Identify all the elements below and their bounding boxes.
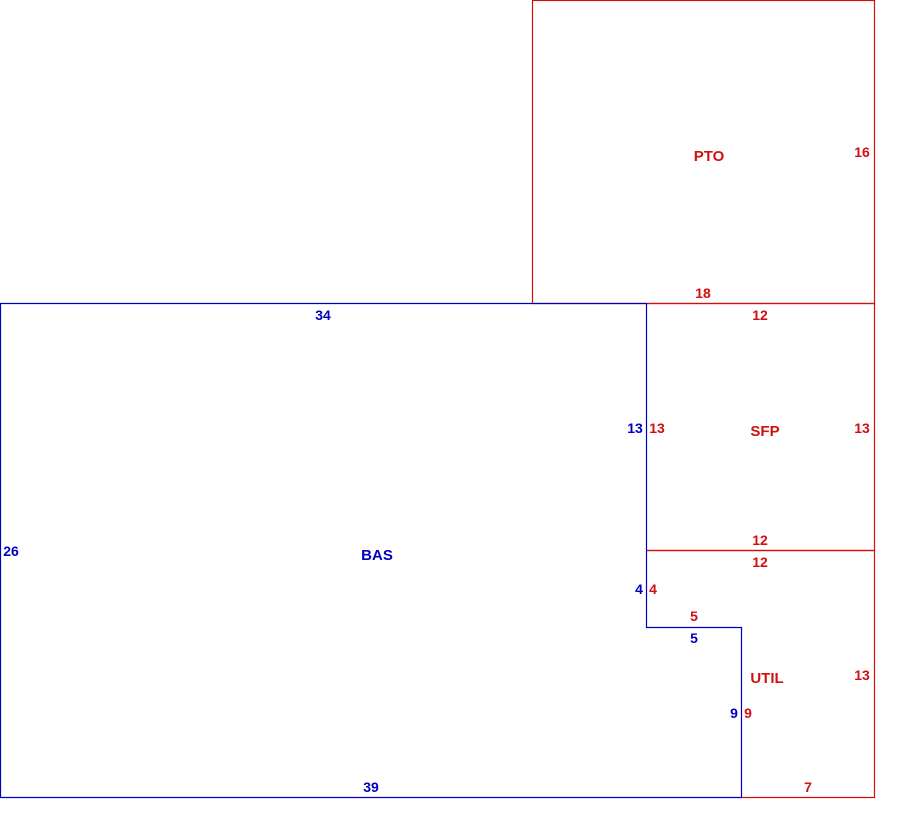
bas-outline [0, 302, 743, 799]
sfp-top-dimension: 12 [752, 307, 768, 323]
bas-right-lower-dimension: 9 [730, 705, 738, 721]
bas-area: BAS 34 26 39 13 4 5 9 [0, 302, 743, 799]
util-notch-dimension: 5 [690, 608, 698, 624]
sfp-left-dimension: 13 [649, 420, 665, 436]
util-bottom-dimension: 7 [804, 779, 812, 795]
pto-bottom-dimension: 18 [695, 285, 711, 301]
sfp-area: SFP 12 13 13 12 [646, 302, 876, 552]
bas-top-dimension: 34 [315, 307, 331, 323]
bas-left-dimension: 26 [3, 543, 19, 559]
sfp-label: SFP [750, 423, 779, 440]
util-area: UTIL 12 4 5 9 13 7 [646, 549, 876, 799]
bas-label: BAS [361, 547, 393, 564]
util-right-dimension: 13 [854, 667, 870, 683]
pto-area: PTO 16 18 [531, 0, 876, 305]
bas-right-upper-dimension: 13 [627, 420, 643, 436]
pto-right-dimension: 16 [854, 144, 870, 160]
util-top-dimension: 12 [752, 554, 768, 570]
bas-bottom-dimension: 39 [363, 779, 379, 795]
util-label: UTIL [750, 670, 783, 687]
bas-notch-dimension: 5 [690, 630, 698, 646]
util-left-upper-dimension: 4 [649, 581, 657, 597]
pto-label: PTO [694, 148, 725, 165]
util-left-lower-dimension: 9 [744, 705, 752, 721]
util-outline [646, 549, 876, 799]
sfp-right-dimension: 13 [854, 420, 870, 436]
sfp-bottom-dimension: 12 [752, 532, 768, 548]
bas-right-mid-dimension: 4 [635, 581, 643, 597]
